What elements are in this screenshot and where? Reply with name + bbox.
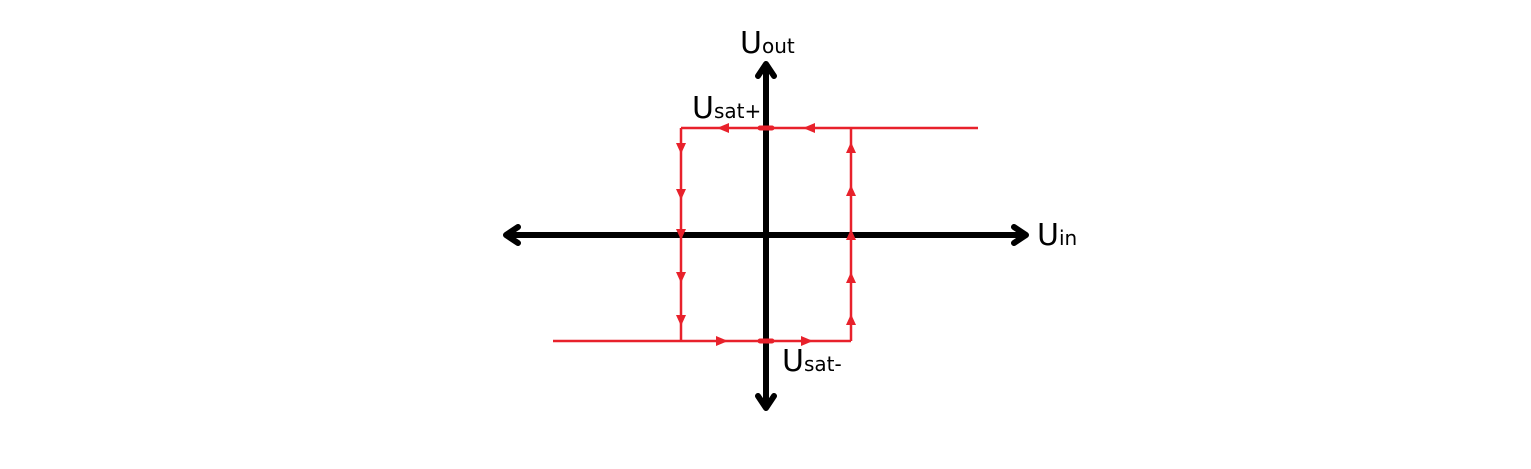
axes <box>509 67 1023 405</box>
direction-arrows <box>676 123 856 346</box>
sat-pos-label-main: U <box>692 91 714 126</box>
saturation-ticks <box>757 125 775 344</box>
axis-arrowheads <box>503 61 1029 411</box>
arrow-left-upper-1 <box>803 123 815 133</box>
y-axis-label-main: U <box>740 26 762 61</box>
arrow-up-right-5 <box>846 314 856 325</box>
arrow-down-left-4 <box>676 272 686 283</box>
arrow-up-right-2 <box>846 185 856 196</box>
x-axis-label-main: U <box>1037 218 1059 253</box>
sat-neg-label-main: U <box>782 344 804 379</box>
arrow-up-right-3 <box>846 229 856 240</box>
x-axis-right-arrowhead <box>1011 224 1029 246</box>
sat-pos-label: Usat+ <box>692 94 761 124</box>
x-axis-left-arrowhead <box>503 224 521 246</box>
arrow-down-left-2 <box>676 189 686 200</box>
y-axis-label-sub: out <box>761 34 795 58</box>
arrow-right-lower-1 <box>716 336 728 346</box>
y-axis-top-arrowhead <box>755 61 777 79</box>
sat-pos-label-sub: sat+ <box>713 99 762 123</box>
arrow-down-left-1 <box>676 143 686 154</box>
arrow-right-lower-2 <box>801 336 813 346</box>
arrow-down-left-5 <box>676 315 686 326</box>
arrow-left-upper-2 <box>717 123 729 133</box>
x-axis-label-sub: in <box>1058 226 1078 250</box>
y-axis-bottom-arrowhead <box>755 393 777 411</box>
arrow-up-right-4 <box>846 272 856 283</box>
sat-neg-label: Usat- <box>782 347 842 377</box>
arrow-up-right-1 <box>846 142 856 153</box>
y-axis-label: Uout <box>740 29 795 59</box>
arrow-down-left-3 <box>676 229 686 240</box>
x-axis-label: Uin <box>1037 221 1077 251</box>
sat-neg-label-sub: sat- <box>803 352 842 376</box>
